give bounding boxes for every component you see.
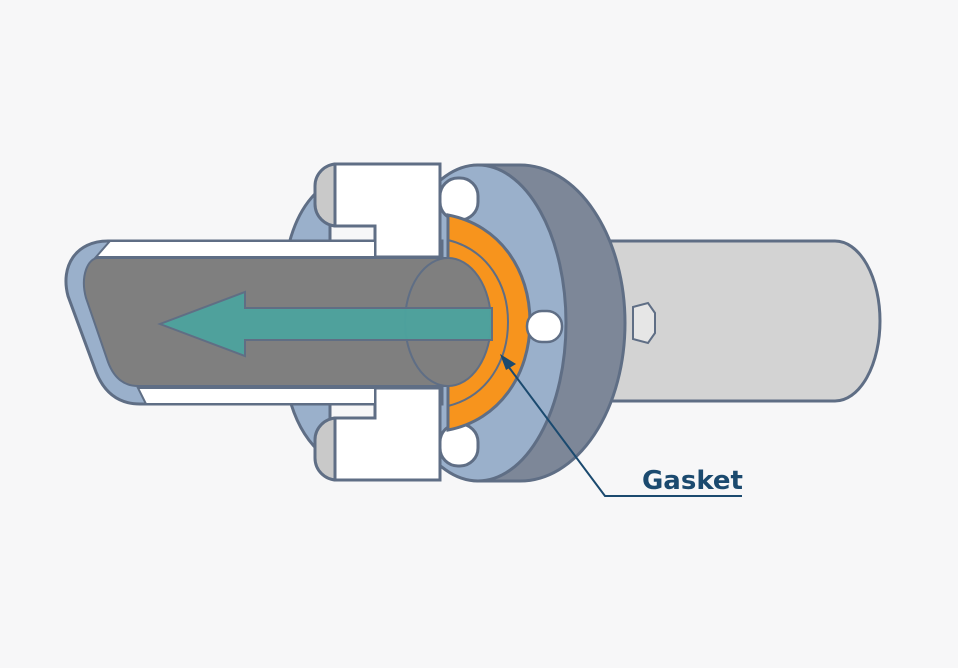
bolt-shaft: [525, 301, 656, 345]
left-flange-section: [333, 162, 442, 482]
right-pipe-body: [598, 239, 882, 403]
flow-arrow-shape: [157, 290, 493, 358]
gasket-inner-edge: [447, 239, 510, 407]
callout-arrowhead: [500, 354, 516, 370]
bolt-shaft-white: [525, 309, 564, 344]
left-pipe-wall-bottom: [136, 387, 376, 405]
flow-arrow: [157, 290, 493, 358]
gasket-callout: Gasket: [500, 354, 743, 497]
bolt-nut: [632, 301, 656, 345]
callout-leader-line: [504, 361, 742, 497]
upper-bolt-right-head: [438, 176, 480, 222]
gasket-label: Gasket: [642, 466, 743, 496]
left-pipe-wall-top: [93, 240, 376, 258]
right-pipe: [598, 239, 882, 403]
lower-bolt-right-head: [438, 422, 480, 468]
